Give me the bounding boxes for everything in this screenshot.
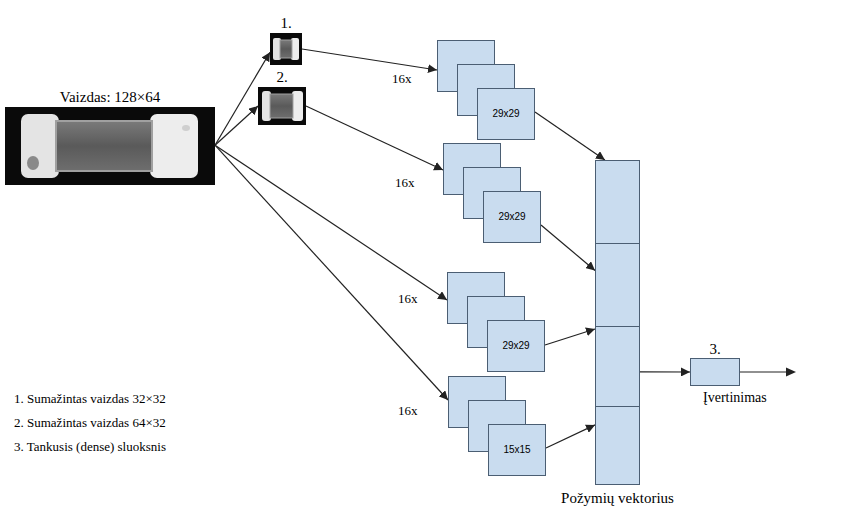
channel-count: 16x xyxy=(398,404,418,419)
vector-segment-divider xyxy=(596,406,639,407)
input-image: Vaizdas: 128×64 xyxy=(5,107,215,185)
small-chip-image-64 xyxy=(258,87,306,125)
output-label: Įvertinimas xyxy=(703,390,767,406)
map-size: 15x15 xyxy=(503,445,530,455)
map-size: 29x29 xyxy=(502,341,529,351)
flow-arrow xyxy=(541,225,595,271)
legend-note: 2. Sumažintas vaizdas 64×32 xyxy=(14,416,166,431)
vector-segment-divider xyxy=(596,326,639,327)
channel-count: 16x xyxy=(392,72,412,87)
feature-map: 29x29 xyxy=(477,88,535,140)
flow-arrow xyxy=(215,52,270,145)
callout-number: 1. xyxy=(280,15,291,32)
map-size: 29x29 xyxy=(492,109,519,119)
flow-arrow xyxy=(215,145,447,300)
legend-note: 1. Sumažintas vaizdas 32×32 xyxy=(14,392,166,407)
legend-note: 3. Tankusis (dense) sluoksnis xyxy=(14,440,166,455)
feature-vector: Požymių vektorius xyxy=(595,160,640,485)
feature-map-stack: 15x15 xyxy=(448,376,546,476)
channel-count: 16x xyxy=(395,176,415,191)
map-size: 29x29 xyxy=(498,212,525,222)
output-arrow xyxy=(740,368,796,377)
callout-number: Vaizdas: 128×64 xyxy=(60,89,161,106)
feature-map-stack: 29x29 xyxy=(437,40,535,140)
dense-layer: 3. xyxy=(690,358,740,386)
feature-map: 15x15 xyxy=(488,424,546,476)
flow-arrow xyxy=(215,145,448,400)
input-chip-image xyxy=(5,107,215,185)
vector-caption: Požymių vektorius xyxy=(561,490,674,507)
callout-number: 2. xyxy=(276,69,287,86)
flow-arrow xyxy=(302,49,437,70)
flow-arrow xyxy=(545,329,595,345)
feature-map-stack: 29x29 xyxy=(447,272,545,372)
callout-number: 3. xyxy=(709,341,720,358)
feature-map-stack: 29x29 xyxy=(443,143,541,243)
flow-arrow xyxy=(535,112,605,160)
feature-map: 29x29 xyxy=(487,320,545,372)
flow-arrow xyxy=(306,106,443,170)
channel-count: 16x xyxy=(398,292,418,307)
scaled-image: 1. xyxy=(270,33,302,65)
small-chip-image-32 xyxy=(270,33,302,65)
flow-arrow xyxy=(546,425,595,448)
scaled-image: 2. xyxy=(258,87,306,125)
flow-arrow xyxy=(640,371,690,372)
vector-segment-divider xyxy=(596,243,639,244)
flow-arrow xyxy=(215,106,258,145)
feature-map: 29x29 xyxy=(483,191,541,243)
